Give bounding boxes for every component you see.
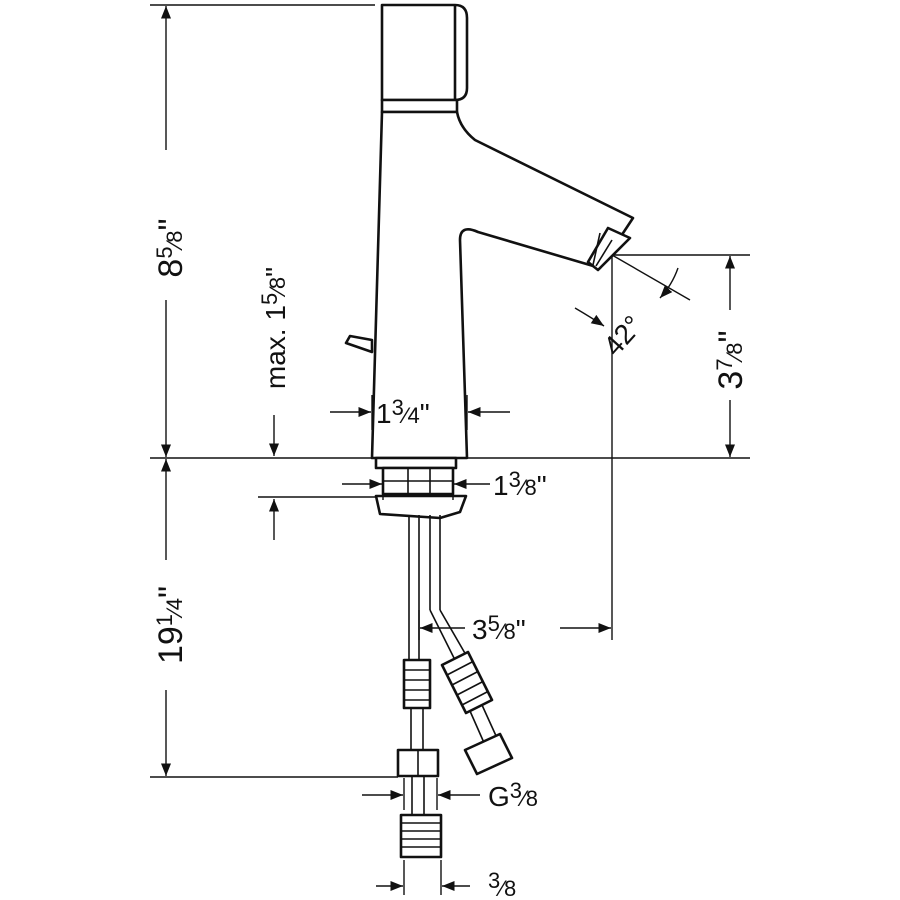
dim-total-height: 85⁄8" [152, 218, 190, 277]
dim-body-width: 13⁄4" [376, 395, 430, 429]
dim-connection: 3⁄8 [488, 868, 516, 900]
dimension-arrows [160, 6, 736, 892]
lift-rod [344, 334, 374, 354]
base-plate [374, 456, 458, 470]
hose-coupling-right [440, 650, 494, 715]
supply-hoses [396, 515, 514, 859]
connector-left [399, 813, 443, 859]
aerator [586, 226, 632, 272]
neck-band [380, 98, 459, 114]
mount-bracket [374, 494, 468, 520]
hex-nut-right [463, 732, 514, 776]
dim-reach: 35⁄8" [472, 611, 526, 645]
dim-base-width: 13⁄8" [493, 467, 547, 501]
dim-spout-height: 37⁄8" [712, 330, 750, 389]
dim-thread: G3⁄8 [488, 778, 538, 812]
dim-hose-length: 191⁄4" [152, 586, 190, 664]
spout-body [370, 110, 635, 460]
faucet-body [344, 3, 635, 520]
dim-max-height: max. 15⁄8" [257, 267, 291, 389]
reference-lines [150, 4, 750, 895]
dim-spout-angle: 42° [597, 310, 648, 362]
